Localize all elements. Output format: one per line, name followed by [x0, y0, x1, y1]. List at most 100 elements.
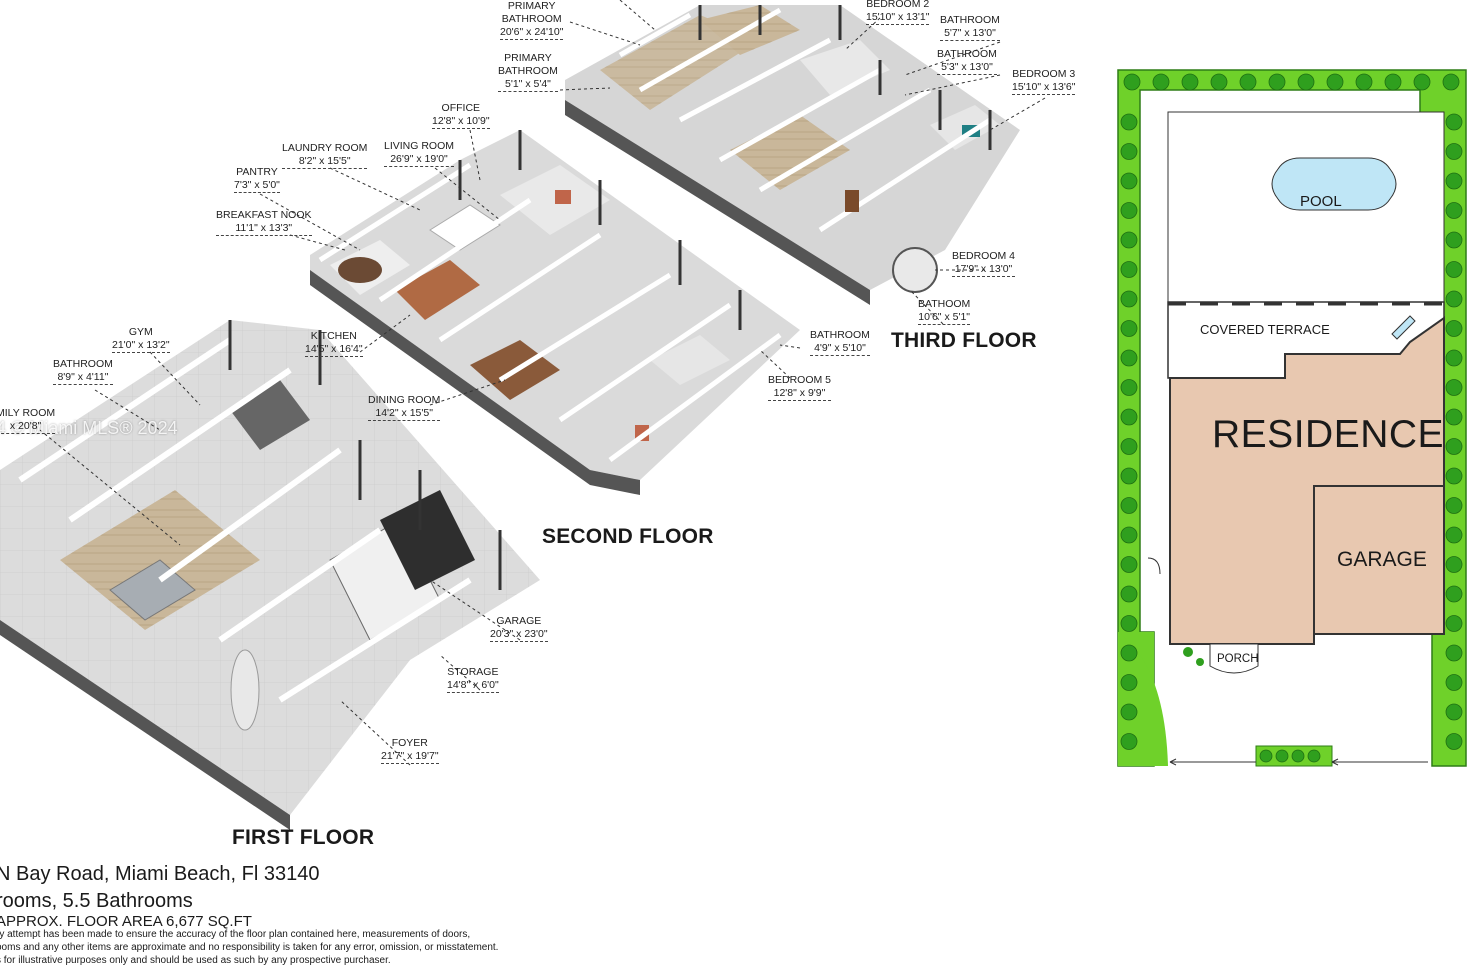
- hedge-shrub: [1445, 349, 1463, 367]
- room-dimension: 14'5" x 16'4": [305, 343, 363, 357]
- site-plan: [1117, 69, 1467, 767]
- room-name: BATHROOM: [498, 65, 558, 77]
- room-name: BREAKFAST NOOK: [216, 209, 312, 221]
- hedge-shrub: [1120, 172, 1138, 190]
- room-dimension: 14'8" x 6'0": [447, 679, 499, 693]
- hedge-shrub: [1120, 497, 1138, 514]
- room-dimension: 12'8" x 9'9": [768, 387, 832, 401]
- hedge-shrub: [1181, 73, 1199, 91]
- room-name: BATHROOM: [937, 48, 997, 60]
- room-dimension: 20'6" x 24'10": [500, 26, 564, 40]
- third-floor-model: [565, 5, 1020, 305]
- hedge-shrub: [1210, 73, 1228, 91]
- hedge-shrub: [1120, 408, 1138, 426]
- hedge-shrub: [1326, 73, 1344, 91]
- room-dimension: x 20'8": [0, 420, 56, 434]
- room-dimension: 4'9" x 5'10": [810, 342, 870, 356]
- hedge-shrub: [1120, 733, 1138, 750]
- pool-shape: [1271, 157, 1397, 211]
- disclaimer-line-3: s for illustrative purposes only and sho…: [0, 955, 391, 966]
- hedge-shrub: [1445, 526, 1463, 544]
- room-dimension: 15'10" x 13'1": [866, 11, 930, 25]
- disclaimer-line-2: ooms and any other items are approximate…: [0, 942, 499, 953]
- hedge-shrub: [1120, 349, 1138, 367]
- hedge-shrub: [1120, 644, 1138, 662]
- property-rooms: rooms, 5.5 Bathrooms: [0, 890, 193, 912]
- floor-title-third: THIRD FLOOR: [891, 329, 1037, 352]
- room-name: LIVING ROOM: [384, 140, 455, 152]
- room-name: BATHOOM: [918, 298, 971, 310]
- porch-label: PORCH: [1217, 653, 1259, 665]
- room-name: FOYER: [391, 737, 428, 749]
- floor-title-second: SECOND FLOOR: [542, 525, 714, 548]
- room-name: PRIMARY: [507, 0, 556, 12]
- room-name: PANTRY: [236, 166, 278, 178]
- hedge-shrub: [1445, 320, 1463, 337]
- hedge-shrub: [1120, 467, 1138, 485]
- hedge-shrub: [1120, 202, 1138, 219]
- room-name: DINING ROOM: [368, 394, 441, 406]
- hedge-shrub: [1120, 674, 1138, 691]
- room-name: MILY ROOM: [0, 407, 56, 419]
- room-dimension: 20'3" x 23'0": [490, 628, 548, 642]
- residence-label: RESIDENCE: [1212, 413, 1445, 456]
- room-dimension: 7'3" x 5'0": [234, 179, 280, 193]
- front-hedge-curve: [1118, 632, 1168, 766]
- hedge-shrub: [1384, 73, 1402, 91]
- floorplan-illustration: [0, 0, 1046, 830]
- hedge-shrub: [1297, 73, 1315, 91]
- porch-shape: [1209, 643, 1259, 674]
- hedge-shrub: [1445, 379, 1463, 396]
- first-floor-model: [0, 320, 540, 830]
- hedge-shrub: [1123, 73, 1141, 91]
- hedge-shrub: [1120, 556, 1138, 573]
- hedge-shrub: [1445, 290, 1463, 308]
- room-name: BATHROOM: [810, 329, 870, 341]
- hedge-shrub: [1268, 73, 1286, 91]
- hedge-shrub: [1445, 113, 1463, 131]
- hedge-shrub: [1445, 644, 1463, 662]
- room-dimension: 5'1" x 5'4": [498, 78, 558, 92]
- hedge-shrub: [1445, 556, 1463, 573]
- hedge-shrub: [1120, 585, 1138, 603]
- room-name: LAUNDRY ROOM: [282, 142, 368, 154]
- hedge-shrub: [1445, 438, 1463, 455]
- property-floor-area: APPROX. FLOOR AREA 6,677 SQ.FT: [0, 913, 252, 930]
- second-floor-model: [310, 130, 800, 495]
- hedge-shrub: [1445, 615, 1463, 632]
- room-dimension: 10'6" x 5'1": [918, 311, 971, 325]
- room-dimension: 11'1" x 13'3": [216, 222, 312, 236]
- room-name: GARAGE: [496, 615, 542, 627]
- room-name: STORAGE: [447, 666, 499, 678]
- room-name: BEDROOM 3: [1012, 68, 1076, 80]
- hedge-shrub: [1120, 320, 1138, 337]
- hedge-shrub: [1445, 674, 1463, 691]
- room-dimension: 8'9" x 4'11": [53, 371, 113, 385]
- hedge-shrub: [1120, 261, 1138, 278]
- room-dimension: 8'2" x 15'5": [282, 155, 368, 169]
- covered-terrace-label: COVERED TERRACE: [1200, 322, 1330, 337]
- hedge-shrub: [1445, 231, 1463, 249]
- hedge-shrub: [1120, 703, 1138, 721]
- room-name: PRIMARY: [504, 52, 552, 64]
- room-dimension: 14'2" x 15'5": [368, 407, 441, 421]
- floor-title-first: FIRST FLOOR: [232, 826, 375, 849]
- room-dimension: 17'9" x 13'0": [952, 263, 1016, 277]
